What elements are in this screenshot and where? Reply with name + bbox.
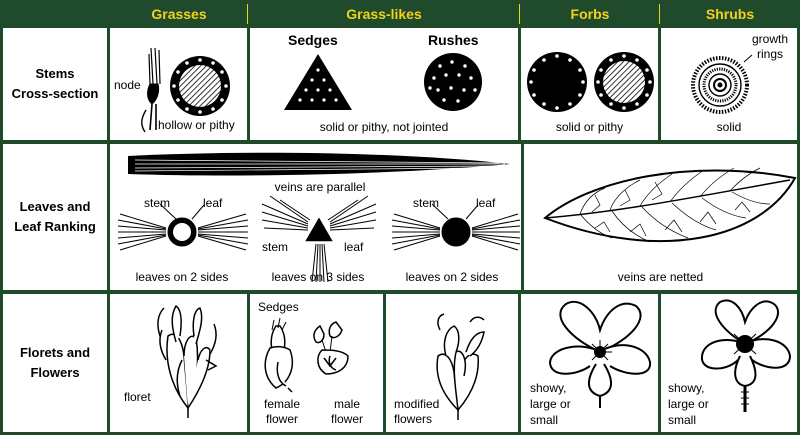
modified-flowers-label: modified flowers (394, 397, 439, 427)
grass-leaf-ranking-icon (118, 204, 248, 250)
forb-solid-stem-icon (527, 52, 587, 112)
shrubs-flower-line: large or (668, 396, 709, 412)
rushes-heading: Rushes (428, 32, 479, 48)
netted-leaf-icon (545, 168, 795, 242)
growth-rings-line: rings (744, 47, 796, 62)
forb-pithy-stem-icon (594, 52, 654, 112)
shrub-growth-rings-icon (693, 55, 752, 112)
male-flower-line: male (316, 397, 378, 412)
sedge-stem-label: stem (262, 240, 288, 255)
forbs-flower-label: showy, large or small (530, 380, 571, 428)
parallel-leaf-blade-icon (128, 153, 510, 176)
grass-leaf-label: leaf (203, 196, 222, 211)
female-flower-line: flower (254, 412, 310, 427)
forbs-flower-line: large or (530, 396, 571, 412)
sedge-triangle-stem-icon (284, 54, 352, 110)
shrubs-stem-caption: solid (661, 120, 797, 135)
parallel-veins-caption: veins are parallel (200, 180, 440, 195)
rush-stem-label: stem (413, 196, 439, 211)
rush-leaf-label: leaf (476, 196, 495, 211)
shrubs-flower-label: showy, large or small (668, 380, 709, 428)
male-flower-label: male flower (316, 397, 378, 427)
shrub-showy-flower-icon (702, 300, 790, 412)
grass-cross-section-icon (170, 56, 230, 116)
growth-rings-label: growth rings (744, 32, 796, 62)
grass-stem-label: stem (144, 196, 170, 211)
growth-rings-line: growth (744, 32, 796, 47)
rush-leaf-ranking-icon (392, 204, 520, 250)
sedge-female-flower-icon (265, 318, 292, 392)
modified-flowers-line: flowers (394, 412, 439, 427)
shrubs-flower-line: small (668, 412, 709, 428)
male-flower-line: flower (316, 412, 378, 427)
rush-modified-flower-icon (437, 314, 484, 420)
female-flower-line: female (254, 397, 310, 412)
forbs-flower-line: small (530, 412, 571, 428)
grass-two-sides-caption: leaves on 2 sides (110, 270, 254, 285)
grasslikes-stem-caption: solid or pithy, not jointed (250, 120, 518, 135)
forbs-flower-line: showy, (530, 380, 571, 396)
sedges-flower-heading: Sedges (258, 300, 299, 315)
forbs-stem-caption: solid or pithy (521, 120, 658, 135)
rush-two-sides-caption: leaves on 2 sides (386, 270, 518, 285)
grasses-stem-caption: hollow or pithy (158, 118, 235, 133)
shrubs-flower-line: showy, (668, 380, 709, 396)
netted-veins-caption: veins are netted (524, 270, 797, 285)
floret-label: floret (124, 390, 151, 405)
sedges-heading: Sedges (288, 32, 338, 48)
female-flower-label: female flower (254, 397, 310, 427)
sedge-male-flower-icon (314, 322, 348, 374)
sedge-leaf-label: leaf (344, 240, 363, 255)
grass-floret-icon (158, 306, 216, 418)
sedge-three-sides-caption: leaves on 3 sides (254, 270, 382, 285)
node-label: node (114, 78, 141, 93)
modified-flowers-line: modified (394, 397, 439, 412)
rush-round-stem-icon (424, 53, 482, 111)
